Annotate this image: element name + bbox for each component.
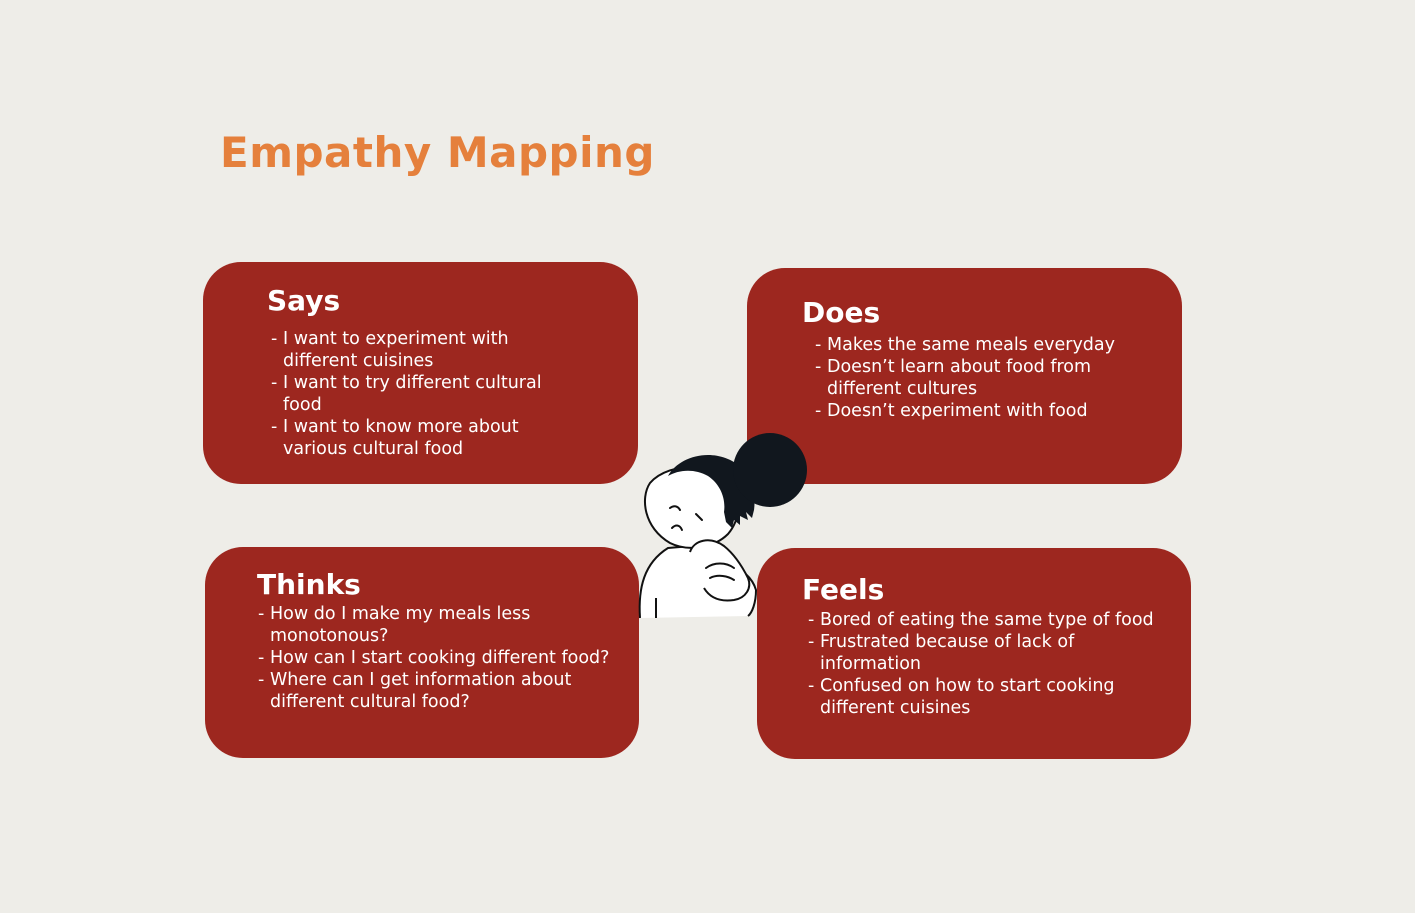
- says-item: -I want to know more about various cultu…: [271, 417, 519, 459]
- thinks-heading: Thinks: [257, 568, 361, 601]
- thinks-list: -How do I make my meals less monotonous?…: [258, 603, 618, 713]
- says-item: -I want to try different cultural food: [271, 373, 542, 415]
- thinking-person-icon: [638, 433, 807, 619]
- thinks-item: -Where can I get information about diffe…: [258, 670, 572, 712]
- says-heading: Says: [267, 284, 341, 317]
- feels-quadrant: Feels -Bored of eating the same type of …: [757, 548, 1191, 759]
- feels-item: -Frustrated because of lack of informati…: [808, 632, 1075, 674]
- thinks-quadrant: Thinks -How do I make my meals less mono…: [205, 547, 639, 758]
- does-heading: Does: [802, 296, 881, 329]
- says-list: -I want to experiment with different cui…: [271, 328, 571, 460]
- feels-item: -Confused on how to start cooking differ…: [808, 676, 1115, 718]
- does-item: -Doesn’t learn about food from different…: [815, 357, 1092, 399]
- thinks-item: -How do I make my meals less monotonous?: [258, 604, 531, 646]
- page-title: Empathy Mapping: [220, 128, 655, 177]
- feels-item: -Bored of eating the same type of food: [808, 610, 1154, 630]
- does-quadrant: Does -Makes the same meals everyday -Doe…: [747, 268, 1182, 484]
- feels-heading: Feels: [802, 573, 885, 606]
- says-item: -I want to experiment with different cui…: [271, 329, 509, 371]
- does-item: -Makes the same meals everyday: [815, 335, 1115, 355]
- feels-list: -Bored of eating the same type of food -…: [808, 609, 1178, 719]
- says-quadrant: Says -I want to experiment with differen…: [203, 262, 638, 484]
- does-item: -Doesn’t experiment with food: [815, 401, 1088, 421]
- thinks-item: -How can I start cooking different food?: [258, 648, 610, 668]
- does-list: -Makes the same meals everyday -Doesn’t …: [815, 334, 1155, 422]
